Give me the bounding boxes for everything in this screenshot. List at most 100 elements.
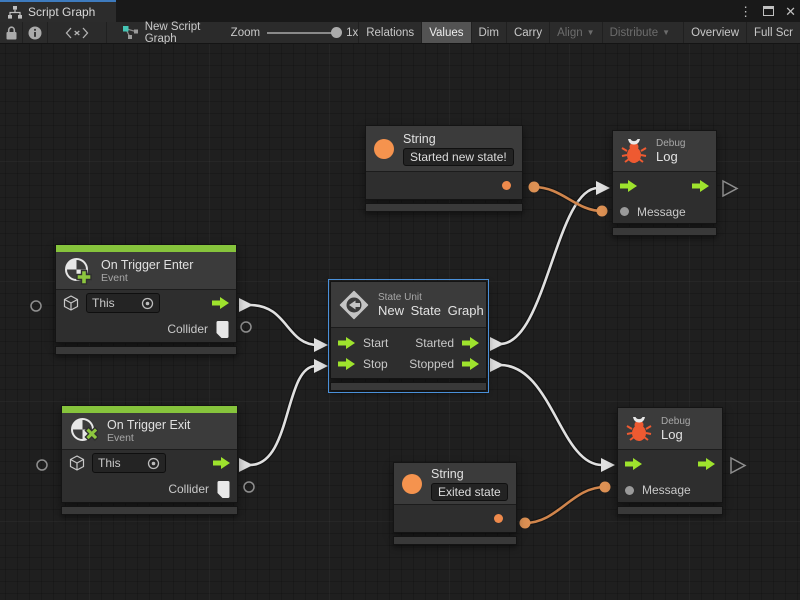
lock-button[interactable] bbox=[0, 22, 23, 43]
target-object-field[interactable]: This bbox=[92, 453, 166, 473]
node-title: String bbox=[403, 132, 514, 146]
toolbar-right-group: Relations Values Dim Carry Align ▼ Distr… bbox=[358, 22, 800, 43]
zoom-slider[interactable] bbox=[267, 32, 339, 34]
on-trigger-exit-icon bbox=[70, 417, 98, 445]
node-footer bbox=[55, 346, 237, 355]
node-footer bbox=[61, 506, 238, 515]
carry-button[interactable]: Carry bbox=[506, 22, 549, 43]
string-value-input[interactable]: Started new state! bbox=[403, 148, 514, 166]
close-icon[interactable]: ✕ bbox=[783, 5, 798, 18]
zoom-label: Zoom bbox=[231, 27, 260, 39]
node-string-literal-bottom[interactable]: String Exited state bbox=[393, 462, 517, 545]
collider-value-icon[interactable] bbox=[216, 321, 229, 338]
code-view-button[interactable] bbox=[48, 22, 107, 43]
fullscreen-label: Full Scr bbox=[754, 27, 793, 39]
carry-label: Carry bbox=[514, 27, 542, 39]
maximize-icon[interactable] bbox=[763, 6, 774, 16]
collider-port-label: Collider bbox=[167, 322, 208, 336]
gameobject-cube-icon bbox=[63, 295, 79, 311]
flow-input-arrow-icon[interactable] bbox=[620, 180, 637, 192]
string-output-port[interactable] bbox=[494, 514, 503, 523]
node-footer bbox=[617, 506, 723, 515]
node-title: New State Graph bbox=[378, 303, 484, 318]
collider-value-icon[interactable] bbox=[217, 481, 230, 498]
string-literal-icon bbox=[402, 474, 422, 494]
node-subtitle: Event bbox=[101, 272, 193, 284]
object-picker-icon[interactable] bbox=[141, 297, 154, 310]
graph-name-breadcrumb[interactable]: New Script Graph bbox=[123, 22, 207, 43]
distribute-dropdown[interactable]: Distribute ▼ bbox=[602, 22, 678, 43]
event-accent-bar bbox=[56, 245, 236, 252]
tab-bar: Script Graph ⋮ ✕ bbox=[0, 0, 800, 22]
zoom-control: Zoom 1x bbox=[231, 22, 359, 43]
stop-port-label: Stop bbox=[363, 357, 388, 371]
node-kind-label: Debug bbox=[656, 138, 685, 149]
value-wires[interactable] bbox=[525, 187, 605, 523]
info-button[interactable] bbox=[23, 22, 48, 43]
align-dropdown[interactable]: Align ▼ bbox=[549, 22, 602, 43]
node-on-trigger-enter[interactable]: On Trigger Enter Event This bbox=[55, 244, 237, 355]
target-object-value: This bbox=[98, 456, 143, 470]
flow-input-arrow-icon[interactable] bbox=[338, 337, 355, 349]
overview-button[interactable]: Overview bbox=[683, 22, 746, 43]
flow-output-arrow-icon[interactable] bbox=[698, 458, 715, 470]
zoom-slider-handle[interactable] bbox=[331, 27, 342, 38]
align-label: Align bbox=[557, 27, 583, 39]
window-controls: ⋮ ✕ bbox=[737, 0, 798, 22]
flow-output-arrow-icon[interactable] bbox=[462, 337, 479, 349]
values-label: Values bbox=[429, 27, 463, 39]
relations-button[interactable]: Relations bbox=[358, 22, 421, 43]
node-debug-log-bottom[interactable]: Debug Log Message bbox=[617, 407, 723, 515]
node-title: Log bbox=[656, 149, 685, 164]
node-title: On Trigger Enter bbox=[101, 258, 193, 272]
node-footer bbox=[330, 382, 487, 391]
string-value-input[interactable]: Exited state bbox=[431, 483, 508, 501]
stopped-port-label: Stopped bbox=[409, 357, 454, 371]
graph-hierarchy-icon bbox=[8, 6, 22, 19]
start-port-label: Start bbox=[363, 336, 388, 350]
message-input-port[interactable] bbox=[620, 207, 629, 216]
values-button[interactable]: Values bbox=[421, 22, 470, 43]
node-title: On Trigger Exit bbox=[107, 418, 190, 432]
overview-label: Overview bbox=[691, 27, 739, 39]
chevron-down-icon: ▼ bbox=[662, 28, 670, 37]
object-picker-icon[interactable] bbox=[147, 457, 160, 470]
fullscreen-button[interactable]: Full Scr bbox=[746, 22, 800, 43]
info-icon bbox=[28, 26, 42, 40]
string-literal-icon bbox=[374, 139, 394, 159]
node-title: Log bbox=[661, 427, 690, 442]
flow-output-arrow-icon[interactable] bbox=[692, 180, 709, 192]
dim-label: Dim bbox=[479, 27, 499, 39]
window-menu-icon[interactable]: ⋮ bbox=[737, 5, 754, 18]
gameobject-cube-icon bbox=[69, 455, 85, 471]
node-footer bbox=[393, 536, 517, 545]
node-title: String bbox=[431, 467, 508, 481]
chevron-down-icon: ▼ bbox=[587, 28, 595, 37]
relations-label: Relations bbox=[366, 27, 414, 39]
on-trigger-enter-icon bbox=[64, 257, 92, 285]
flow-input-arrow-icon[interactable] bbox=[338, 358, 355, 370]
message-port-label: Message bbox=[642, 483, 691, 497]
node-kind-label: State Unit bbox=[378, 292, 484, 303]
message-input-port[interactable] bbox=[625, 486, 634, 495]
target-object-field[interactable]: This bbox=[86, 293, 160, 313]
flow-output-arrow-icon[interactable] bbox=[212, 297, 229, 309]
node-subtitle: Event bbox=[107, 432, 190, 444]
node-on-trigger-exit[interactable]: On Trigger Exit Event This bbox=[61, 405, 238, 515]
flow-output-arrow-icon[interactable] bbox=[462, 358, 479, 370]
node-footer bbox=[365, 203, 523, 212]
dim-button[interactable]: Dim bbox=[471, 22, 506, 43]
node-debug-log-top[interactable]: Debug Log Message bbox=[612, 130, 717, 236]
string-output-port[interactable] bbox=[502, 181, 511, 190]
code-brackets-icon bbox=[65, 27, 89, 39]
graph-canvas[interactable]: String Started new state! bbox=[0, 44, 800, 600]
flow-output-arrow-icon[interactable] bbox=[213, 457, 230, 469]
wire-end-dots bbox=[520, 182, 611, 529]
node-string-literal-top[interactable]: String Started new state! bbox=[365, 125, 523, 212]
lock-icon bbox=[6, 26, 17, 40]
distribute-label: Distribute bbox=[610, 27, 659, 39]
node-state-unit[interactable]: State Unit New State Graph Start Started bbox=[330, 281, 487, 391]
tab-script-graph[interactable]: Script Graph bbox=[0, 0, 116, 22]
flow-input-arrow-icon[interactable] bbox=[625, 458, 642, 470]
